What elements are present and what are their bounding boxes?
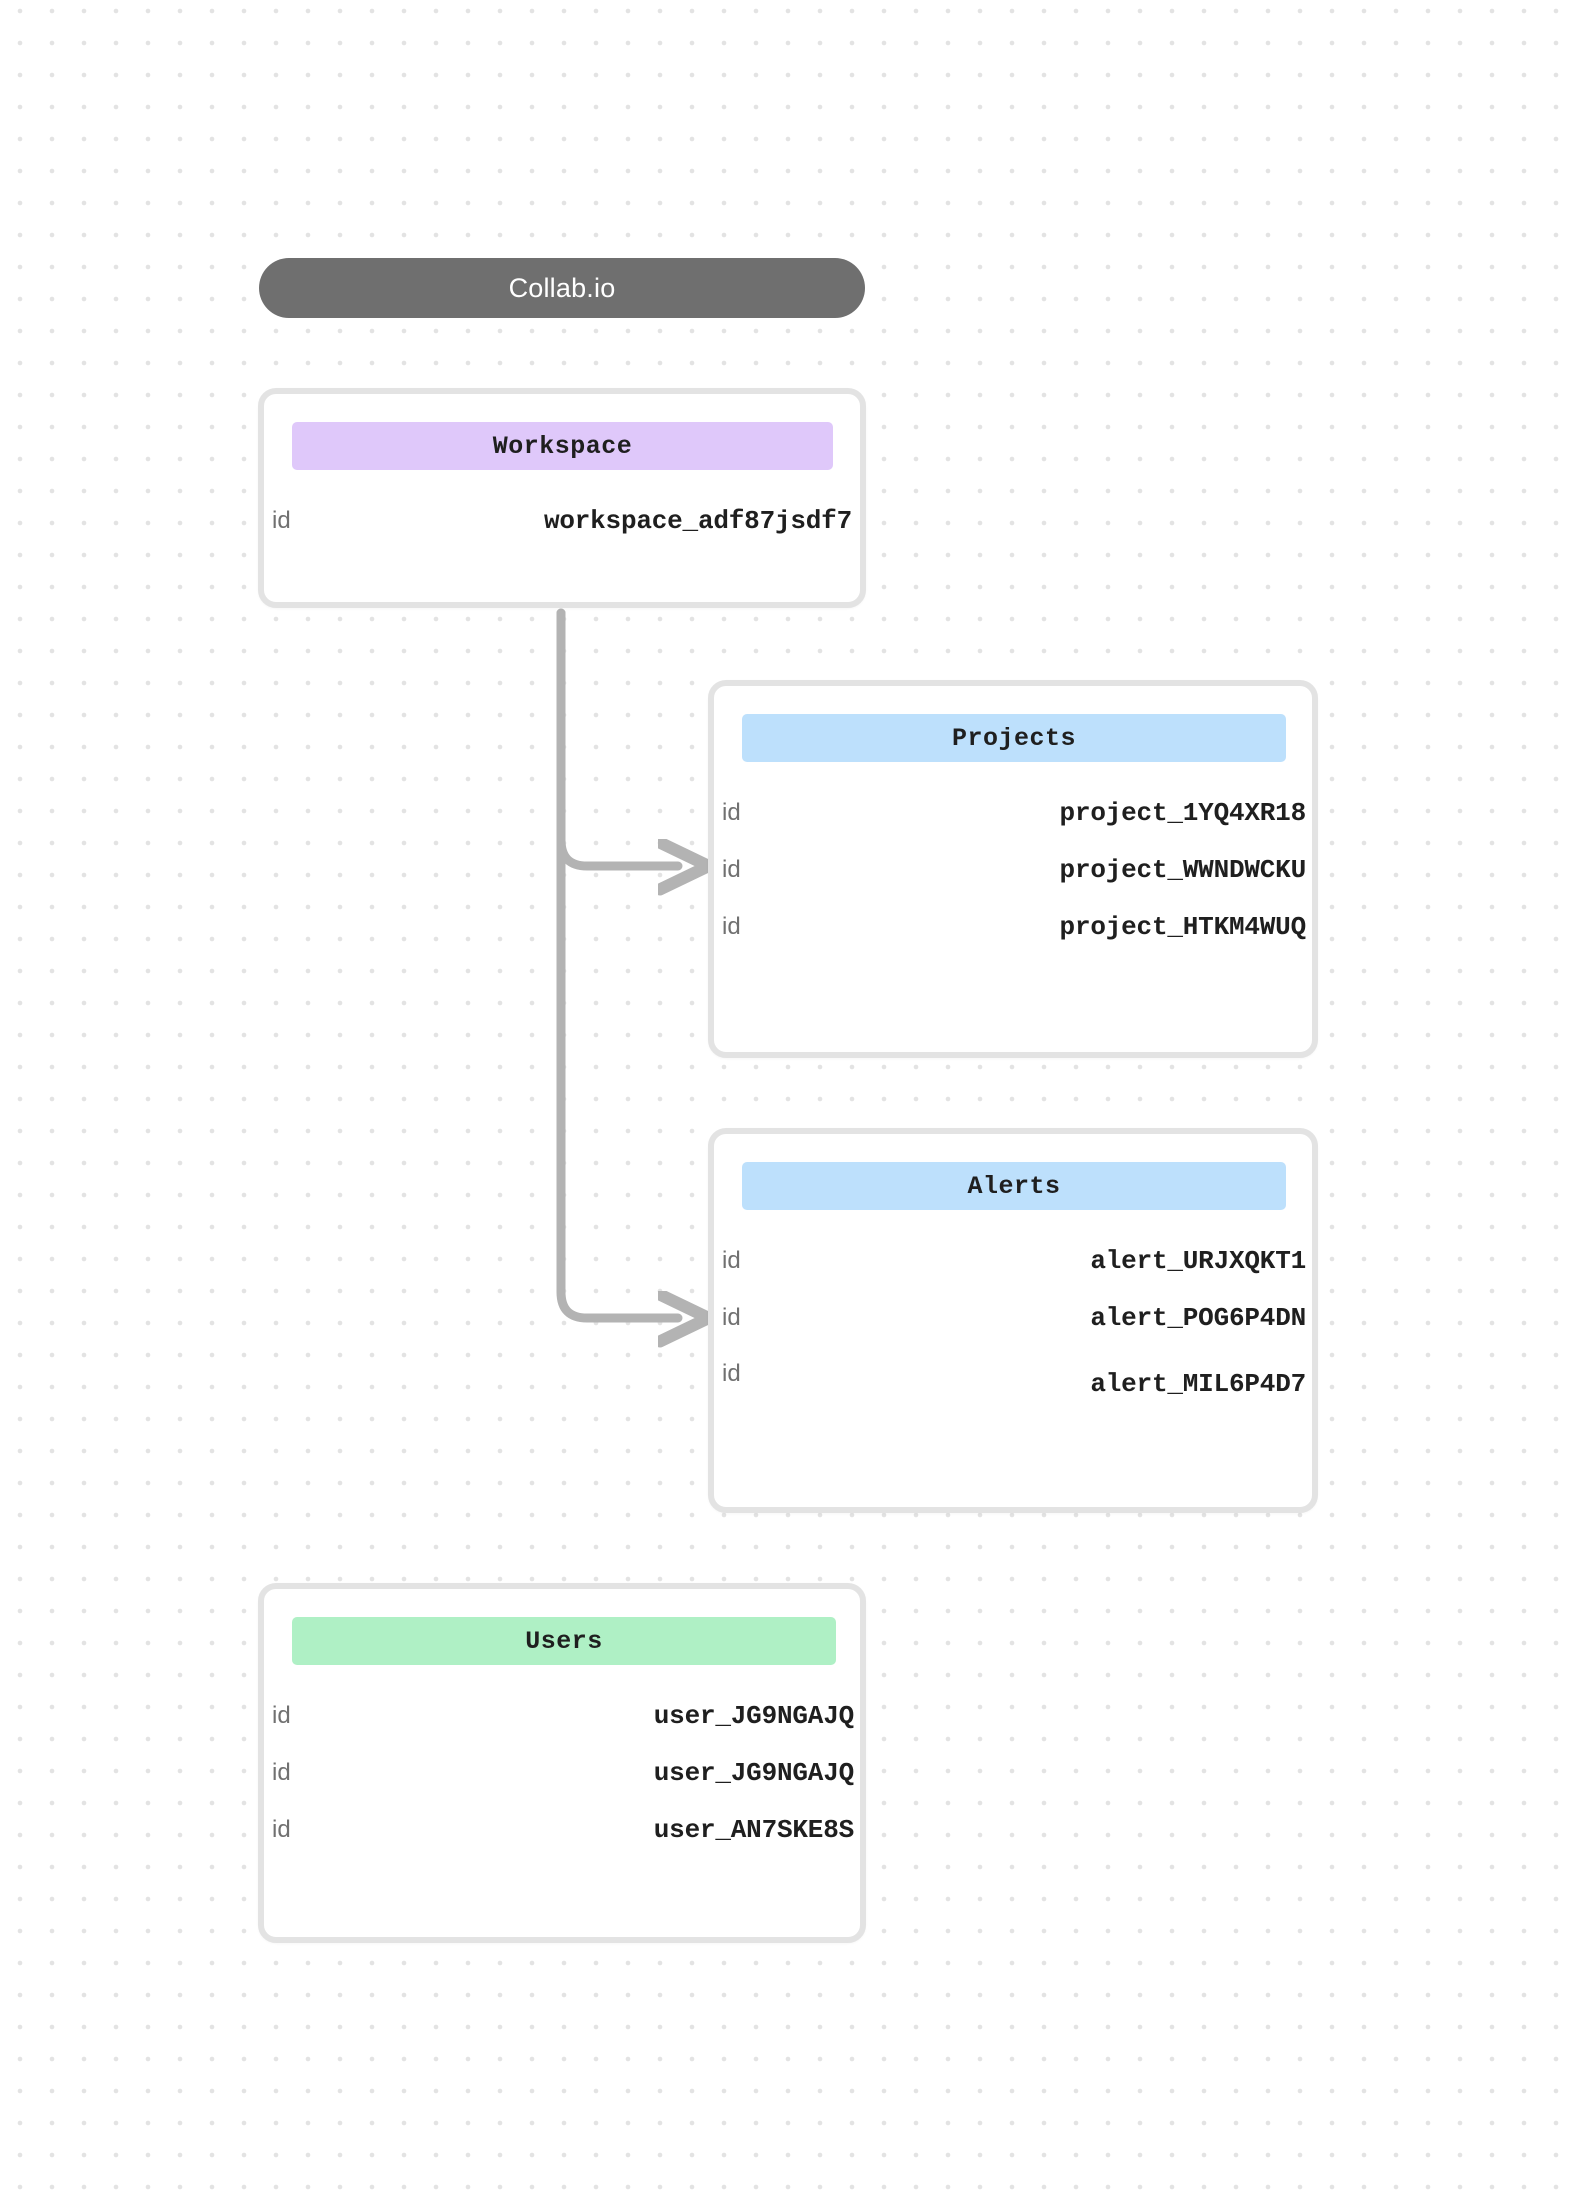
card-header-projects: Projects xyxy=(742,714,1286,762)
row-key: id xyxy=(272,1702,291,1729)
row-key: id xyxy=(722,799,741,826)
row-key: id xyxy=(722,1247,741,1274)
row-key: id xyxy=(272,1816,291,1843)
app-title-label: Collab.io xyxy=(508,272,616,303)
row-key: id xyxy=(722,1360,741,1387)
card-title-users: Users xyxy=(525,1626,603,1656)
entity-card-users[interactable]: Users id user_JG9NGAJQ id user_JG9NGAJQ … xyxy=(258,1583,866,1943)
edge-workspace-to-alerts xyxy=(556,608,678,1318)
row-key: id xyxy=(272,507,291,534)
table-row[interactable]: id alert_URJXQKT1 xyxy=(722,1246,1306,1276)
card-header-alerts: Alerts xyxy=(742,1162,1286,1210)
row-value: user_AN7SKE8S xyxy=(653,1815,854,1845)
row-value: project_1YQ4XR18 xyxy=(1059,798,1307,828)
row-value: user_JG9NGAJQ xyxy=(653,1701,854,1731)
row-value: alert_URJXQKT1 xyxy=(1090,1246,1306,1276)
row-value: user_JG9NGAJQ xyxy=(653,1758,854,1788)
table-row[interactable]: id alert_POG6P4DN xyxy=(722,1303,1306,1333)
edge-workspace-to-projects xyxy=(556,608,678,866)
table-row[interactable]: id project_WWNDWCKU xyxy=(722,855,1306,885)
table-row[interactable]: id alert_MIL6P4D7 xyxy=(722,1360,1306,1399)
card-title-projects: Projects xyxy=(951,723,1077,753)
table-row[interactable]: id workspace_adf87jsdf7 xyxy=(272,506,852,536)
row-value: project_WWNDWCKU xyxy=(1059,855,1307,885)
table-row[interactable]: id user_JG9NGAJQ xyxy=(272,1701,854,1731)
app-title-pill[interactable]: Collab.io xyxy=(259,258,865,318)
row-key: id xyxy=(722,856,741,883)
row-key: id xyxy=(722,913,741,940)
card-header-workspace: Workspace xyxy=(292,422,833,470)
row-value: alert_POG6P4DN xyxy=(1090,1303,1306,1333)
table-row[interactable]: id project_HTKM4WUQ xyxy=(722,912,1306,942)
entity-card-workspace[interactable]: Workspace id workspace_adf87jsdf7 xyxy=(258,388,866,608)
row-key: id xyxy=(722,1304,741,1331)
card-title-workspace: Workspace xyxy=(492,431,633,461)
card-header-users: Users xyxy=(292,1617,836,1665)
table-row[interactable]: id project_1YQ4XR18 xyxy=(722,798,1306,828)
entity-card-alerts[interactable]: Alerts id alert_URJXQKT1 id alert_POG6P4… xyxy=(708,1128,1318,1513)
table-row[interactable]: id user_AN7SKE8S xyxy=(272,1815,854,1845)
row-value: alert_MIL6P4D7 xyxy=(1090,1369,1306,1399)
entity-card-projects[interactable]: Projects id project_1YQ4XR18 id project_… xyxy=(708,680,1318,1058)
row-key: id xyxy=(272,1759,291,1786)
row-value: project_HTKM4WUQ xyxy=(1059,912,1307,942)
card-title-alerts: Alerts xyxy=(967,1171,1061,1201)
table-row[interactable]: id user_JG9NGAJQ xyxy=(272,1758,854,1788)
row-value: workspace_adf87jsdf7 xyxy=(543,506,852,536)
